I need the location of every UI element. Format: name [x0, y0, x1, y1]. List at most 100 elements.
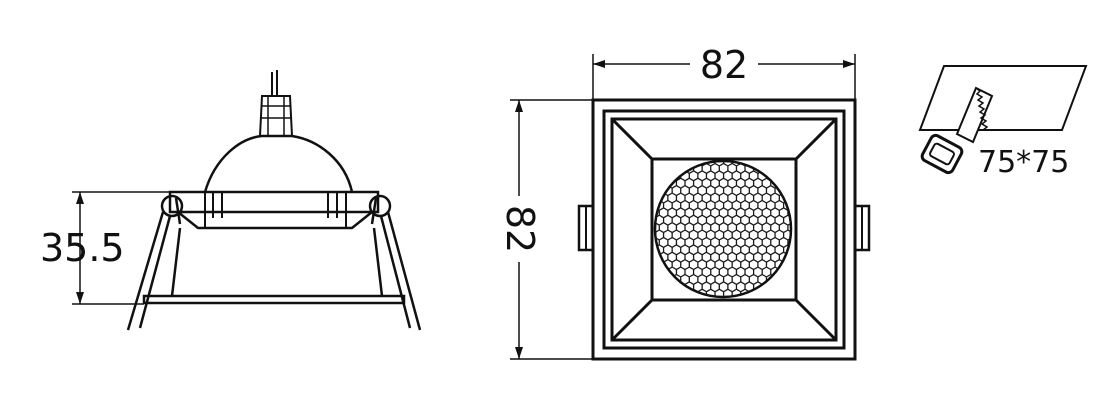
spring-clip-right: [368, 194, 422, 331]
width-dimension-label: 82: [700, 43, 748, 87]
honeycomb-cell: [694, 253, 702, 262]
honeycomb-cell: [664, 230, 672, 240]
honeycomb-cell: [698, 230, 706, 240]
bevel-inner: [650, 157, 798, 302]
honeycomb-cell: [702, 223, 711, 232]
honeycomb-cell: [664, 216, 672, 225]
honeycomb-cell: [659, 208, 668, 217]
honeycomb-cell: [711, 253, 719, 262]
honeycomb-cell: [677, 193, 685, 203]
honeycomb-cell: [711, 208, 719, 217]
honeycomb-cell: [689, 245, 698, 254]
honeycomb-cell: [724, 186, 732, 195]
bottom-flange: [142, 294, 406, 305]
honeycomb-cell: [702, 238, 711, 247]
honeycomb-cell: [741, 275, 749, 284]
honeycomb-cell: [737, 282, 745, 291]
honeycomb-cell: [754, 238, 762, 247]
honeycomb-cell: [681, 216, 689, 225]
honeycomb-cell: [749, 260, 758, 269]
honeycomb-cell: [762, 253, 771, 262]
honeycomb-cell: [677, 238, 685, 247]
honeycomb-cell: [719, 267, 728, 277]
honeycomb-cell: [771, 208, 779, 217]
honeycomb-cell: [745, 208, 753, 217]
inner-frame: [602, 109, 846, 350]
honeycomb-cell: [728, 238, 736, 247]
honeycomb-cell: [719, 208, 728, 217]
honeycomb-cell: [677, 267, 685, 277]
honeycomb-cell: [689, 171, 698, 180]
honeycomb-cell: [749, 216, 758, 225]
honeycomb-cell: [767, 216, 775, 225]
honeycomb-cell: [737, 238, 745, 247]
honeycomb-cell: [724, 162, 732, 166]
honeycomb-cell: [685, 179, 693, 188]
honeycomb-cell: [732, 290, 741, 296]
honeycomb-cell: [707, 201, 715, 210]
honeycomb-cell: [724, 290, 732, 296]
honeycomb-cell: [745, 253, 753, 262]
honeycomb-cell: [724, 171, 732, 180]
honeycomb-cell: [715, 290, 723, 296]
honeycomb-cell: [737, 253, 745, 262]
honeycomb-cell: [707, 290, 715, 296]
honeycomb-cell: [689, 260, 698, 269]
honeycomb-cell: [767, 245, 775, 254]
honeycomb-cell: [677, 253, 685, 262]
honeycomb-cell: [681, 275, 689, 284]
honeycomb-cell: [741, 171, 749, 180]
honeycomb-cell: [741, 216, 749, 225]
honeycomb-cell: [758, 186, 766, 195]
honeycomb-cell: [771, 193, 779, 203]
honeycomb-cell: [719, 238, 728, 247]
honeycomb-cell: [775, 201, 783, 210]
honeycomb-cell: [771, 223, 779, 232]
honeycomb-cell: [685, 193, 693, 203]
honeycomb-cell: [702, 208, 711, 217]
honeycomb-cell: [656, 230, 663, 240]
honeycomb-cell: [758, 260, 766, 269]
housing-tabs: [204, 192, 347, 228]
honeycomb-cell: [762, 238, 771, 247]
honeycomb-cell: [737, 164, 745, 173]
honeycomb-cell: [737, 267, 745, 277]
honeycomb-cell: [664, 245, 672, 254]
side-clip-left: [577, 204, 593, 252]
honeycomb-cell: [698, 245, 706, 254]
honeycomb-cell: [732, 201, 741, 210]
outer-frame: [591, 98, 857, 361]
honeycomb-cell: [685, 253, 693, 262]
honeycomb-cell: [672, 216, 681, 225]
honeycomb-cell: [685, 223, 693, 232]
honeycomb-cell: [745, 238, 753, 247]
honeycomb-cell: [689, 275, 698, 284]
honeycomb-cell: [711, 179, 719, 188]
honeycomb-cell: [754, 179, 762, 188]
honeycomb-cell: [754, 208, 762, 217]
honeycomb-cell: [694, 208, 702, 217]
honeycomb-cell: [659, 238, 668, 247]
honeycomb-cell: [672, 245, 681, 254]
spring-clip-left: [126, 194, 184, 331]
honeycomb-cell: [749, 245, 758, 254]
honeycomb-cell: [767, 186, 775, 195]
honeycomb-cell: [732, 260, 741, 269]
honeycomb-cell: [724, 230, 732, 240]
honeycomb-cell: [775, 216, 783, 225]
honeycomb-cell: [779, 238, 788, 247]
honeycomb-cell: [668, 238, 676, 247]
honeycomb-cell: [749, 201, 758, 210]
honeycomb-cell: [668, 223, 676, 232]
honeycomb-cell: [732, 186, 741, 195]
ceiling-panel: [918, 65, 1088, 131]
honeycomb-cell: [767, 201, 775, 210]
honeycomb-cell: [715, 245, 723, 254]
honeycomb-cell: [689, 230, 698, 240]
honeycomb-cell: [724, 201, 732, 210]
honeycomb-cell: [707, 171, 715, 180]
honeycomb-cell: [698, 216, 706, 225]
honeycomb-cell: [668, 253, 676, 262]
honeycomb-cell: [715, 201, 723, 210]
honeycomb-cell: [749, 186, 758, 195]
